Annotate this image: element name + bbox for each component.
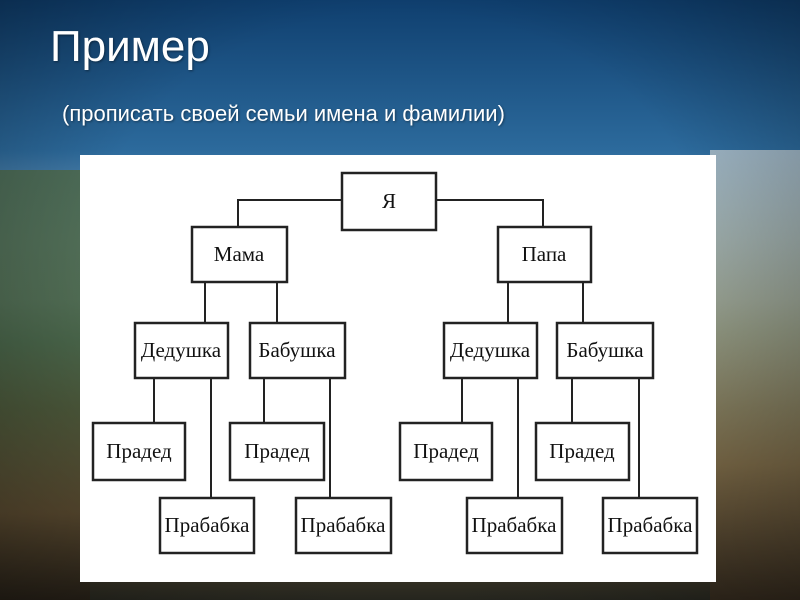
node-box-m-gf-pradad [91,421,187,482]
node-box-f-gf-pradad [398,421,494,482]
node-label-f-gm-pradad: Прадед [549,439,615,463]
node-label-mother: Мама [214,242,265,266]
tree-labels: Я Мама Папа Дедушка Бабушка Дедушка Бабу… [106,189,693,537]
node-box-f-gf-prababka [465,496,564,555]
node-box-f-gm-prababka [601,496,699,555]
node-label-m-gm-pradad: Прадед [244,439,310,463]
node-label-m-grandfather: Дедушка [141,338,222,362]
node-box-f-gm-pradad [534,421,631,482]
node-box-m-grandfather [133,321,230,380]
slide-subtitle: (прописать своей семьи имена и фамилии) [62,101,505,126]
node-label-f-gf-pradad: Прадед [413,439,479,463]
node-label-m-gf-prababka: Прабабка [165,513,251,537]
node-label-f-grandfather: Дедушка [450,338,531,362]
node-box-m-gm-pradad [228,421,326,482]
node-label-father: Папа [522,242,567,266]
node-box-m-grandmother [248,321,347,380]
node-box-f-grandfather [442,321,539,380]
family-tree-diagram: Я Мама Папа Дедушка Бабушка Дедушка Бабу… [91,171,699,555]
node-label-m-gm-prababka: Прабабка [301,513,387,537]
tree-boxes [91,171,699,555]
slide-title: Пример [50,22,210,71]
node-label-f-grandmother: Бабушка [566,338,644,362]
node-label-root: Я [382,189,396,213]
background-trees [0,170,90,600]
node-box-father [496,225,593,284]
family-tree-panel: Я Мама Папа Дедушка Бабушка Дедушка Бабу… [80,155,716,582]
node-box-root [340,171,438,232]
node-box-m-gm-prababka [294,496,393,555]
node-box-f-grandmother [555,321,655,380]
node-box-m-gf-prababka [158,496,256,555]
connector-root-father [436,199,544,227]
connector-root-mother [237,199,342,227]
background-building [710,150,800,600]
node-label-m-gf-pradad: Прадед [106,439,172,463]
node-label-f-gf-prababka: Прабабка [472,513,558,537]
node-label-m-grandmother: Бабушка [258,338,336,362]
tree-connectors [153,199,640,498]
node-label-f-gm-prababka: Прабабка [608,513,694,537]
node-box-mother [190,225,289,284]
